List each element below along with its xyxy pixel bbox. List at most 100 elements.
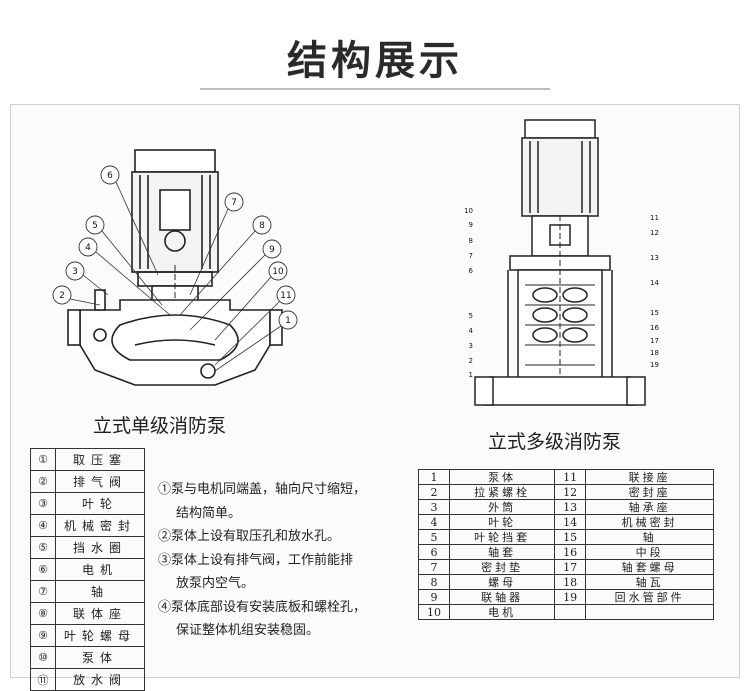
feature-note: ③泵体上设有排气阀，工作前能排放泵内空气。 — [158, 549, 408, 596]
part-name: 取压塞 — [55, 448, 145, 471]
svg-text:3: 3 — [469, 342, 473, 350]
part-name: 叶轮螺母 — [55, 624, 145, 647]
part-number: ② — [30, 470, 56, 493]
part-name: 叶轮挡套 — [448, 529, 556, 545]
part-number: 10 — [418, 604, 450, 620]
callout-11: 11 — [280, 291, 291, 301]
svg-text:1: 1 — [469, 371, 473, 379]
part-number: 15 — [554, 529, 587, 545]
svg-text:15: 15 — [650, 309, 659, 317]
part-name: 机械密封 — [585, 514, 714, 530]
part-number: 1 — [418, 469, 450, 485]
part-name: 轴套螺母 — [585, 559, 714, 575]
part-name: 密封座 — [585, 484, 714, 500]
callout-3: 3 — [72, 267, 78, 277]
part-name: 电机 — [448, 604, 556, 620]
part-number: 11 — [554, 469, 587, 485]
note-marker: ① — [158, 482, 172, 497]
part-number: 14 — [554, 514, 587, 530]
part-number: ⑥ — [30, 558, 56, 581]
note-line: 泵与电机同端盖，轴向尺寸缩短， — [171, 482, 367, 497]
svg-text:10: 10 — [464, 207, 473, 215]
callout-6: 6 — [107, 171, 113, 181]
note-line: 泵体底部设有安装底板和螺栓孔， — [171, 599, 367, 615]
note-line: 保证整体机组安装稳固。 — [176, 623, 320, 638]
svg-text:4: 4 — [469, 327, 474, 335]
callout-10: 10 — [272, 267, 284, 277]
feature-note: ④泵体底部设有安装底板和螺栓孔，保证整体机组安装稳固。 — [158, 596, 408, 643]
svg-text:16: 16 — [650, 324, 659, 332]
part-number: 19 — [554, 589, 587, 605]
note-line: 泵体上设有取压孔和放水孔。 — [171, 529, 341, 544]
part-name: 轴 — [55, 580, 145, 603]
part-number: 8 — [418, 574, 450, 590]
part-number: ⑨ — [30, 624, 56, 647]
part-number: ⑪ — [30, 668, 56, 691]
part-number: 18 — [554, 574, 587, 590]
part-number: ⑦ — [30, 580, 56, 603]
single-stage-caption: 立式单级消防泵 — [93, 415, 227, 437]
part-number: 2 — [418, 484, 450, 500]
multi-stage-caption: 立式多级消防泵 — [488, 431, 622, 453]
part-name: 联接座 — [585, 469, 714, 485]
svg-text:5: 5 — [469, 312, 473, 320]
part-number: 5 — [418, 529, 450, 545]
part-number: ④ — [30, 514, 56, 537]
part-name: 中段 — [585, 544, 714, 560]
svg-text:18: 18 — [650, 349, 659, 357]
note-line: 放泵内空气。 — [176, 576, 255, 591]
callout-8: 8 — [259, 221, 265, 231]
part-name: 排气阀 — [55, 470, 145, 493]
part-name: 螺母 — [448, 574, 556, 590]
part-number: 3 — [418, 499, 450, 515]
svg-text:19: 19 — [650, 361, 659, 369]
part-name: 轴套 — [448, 544, 556, 560]
part-number: ⑧ — [30, 602, 56, 625]
svg-text:8: 8 — [469, 237, 473, 245]
part-number: 6 — [418, 544, 450, 560]
part-number: 9 — [418, 589, 450, 605]
note-marker: ② — [158, 529, 172, 544]
part-name: 叶轮 — [55, 492, 145, 515]
feature-notes: ①泵与电机同端盖，轴向尺寸缩短，结构简单。②泵体上设有取压孔和放水孔。③泵体上设… — [158, 478, 408, 643]
part-name: 电机 — [55, 558, 145, 581]
part-number — [554, 604, 587, 620]
svg-text:6: 6 — [469, 267, 474, 275]
part-name: 轴承座 — [585, 499, 714, 515]
page-title: 结构展示 — [287, 38, 463, 84]
title-divider — [200, 88, 550, 90]
part-name: 挡水圈 — [55, 536, 145, 559]
part-number: 16 — [554, 544, 587, 560]
part-number: ⑩ — [30, 646, 56, 669]
part-number: ③ — [30, 492, 56, 515]
single-stage-pump-diagram: 6 5 4 3 2 7 8 9 10 11 1 — [52, 149, 298, 386]
svg-text:17: 17 — [650, 337, 659, 345]
svg-text:2: 2 — [469, 357, 473, 365]
part-name: 泵体 — [55, 646, 145, 669]
svg-text:12: 12 — [650, 229, 659, 237]
part-name: 机械密封 — [55, 514, 145, 537]
callout-7: 7 — [231, 198, 237, 208]
part-name: 密封垫 — [448, 559, 556, 575]
callout-9: 9 — [269, 245, 275, 255]
feature-note: ②泵体上设有取压孔和放水孔。 — [158, 525, 408, 549]
